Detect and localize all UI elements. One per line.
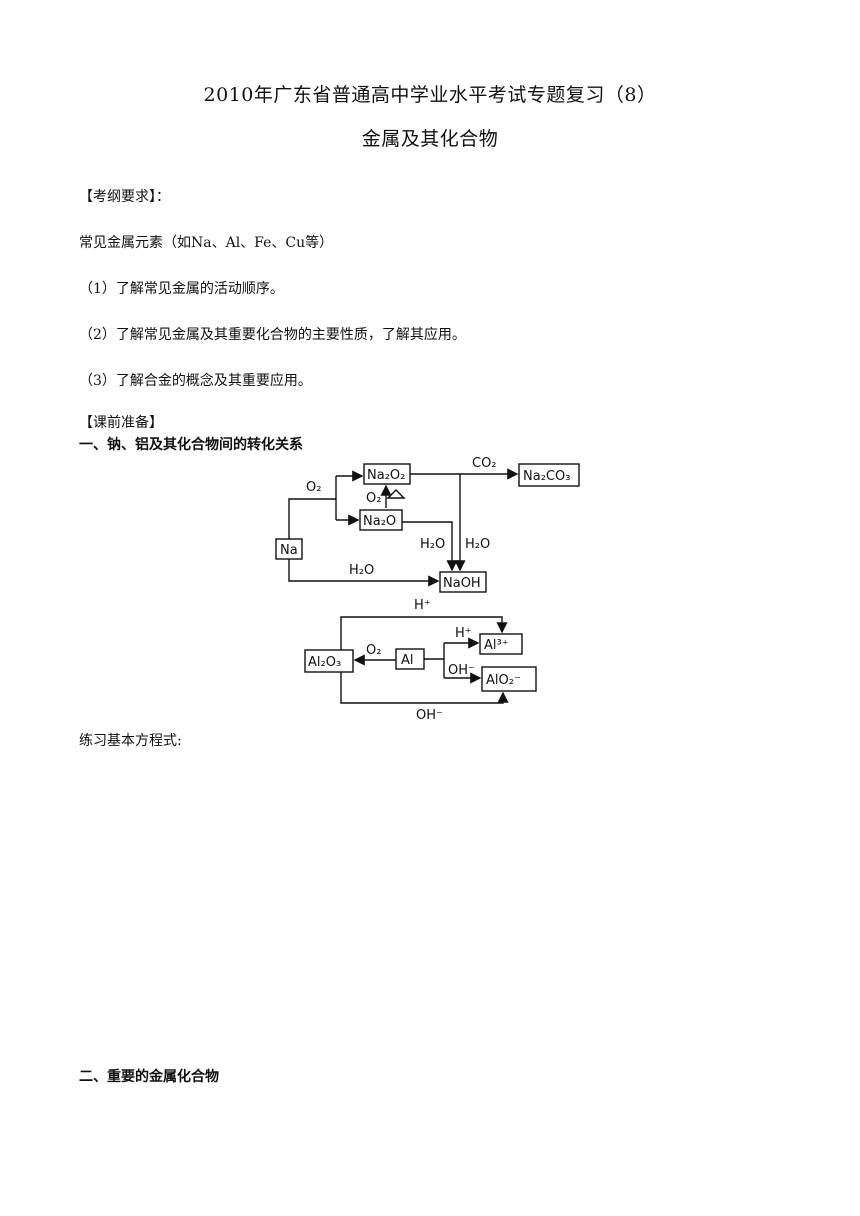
syllabus-item-3: （3）了解合金的概念及其重要应用。 bbox=[79, 373, 312, 389]
section-heading-2: 二、重要的金属化合物 bbox=[79, 1069, 219, 1085]
syllabus-item-1: （1）了解常见金属的活动顺序。 bbox=[79, 281, 284, 297]
label-o2-heat: O₂ bbox=[366, 491, 381, 506]
label-alo2: AlO₂⁻ bbox=[486, 673, 521, 688]
box-na2co3 bbox=[518, 463, 580, 487]
syllabus-item-2: （2）了解常见金属及其重要化合物的主要性质，了解其应用。 bbox=[79, 327, 466, 343]
page-title: 2010年广东省普通高中学业水平考试专题复习（8） bbox=[203, 84, 657, 106]
section-heading-1: 一、钠、铝及其化合物间的转化关系 bbox=[79, 437, 303, 453]
label-co2: CO₂ bbox=[472, 456, 497, 471]
label-h-mid: H⁺ bbox=[455, 626, 472, 641]
heat-triangle-icon bbox=[386, 489, 406, 499]
label-oh-mid: OH⁻ bbox=[448, 663, 475, 678]
box-al3 bbox=[479, 633, 523, 655]
label-na2o: Na₂O bbox=[363, 514, 396, 529]
label-al2o3: Al₂O₃ bbox=[308, 655, 341, 670]
label-h2o-c: H₂O bbox=[349, 563, 374, 578]
box-na2o bbox=[359, 509, 403, 531]
label-o2-top: O₂ bbox=[306, 480, 321, 495]
practice-label: 练习基本方程式: bbox=[79, 733, 182, 749]
box-alo2 bbox=[481, 666, 537, 692]
label-h2o-a: H₂O bbox=[420, 537, 445, 552]
label-h2o-b: H₂O bbox=[465, 537, 490, 552]
label-h-top: H⁺ bbox=[414, 598, 431, 613]
label-na2co3: Na₂CO₃ bbox=[523, 469, 570, 484]
syllabus-scope: 常见金属元素（如Na、Al、Fe、Cu等） bbox=[79, 235, 334, 251]
prep-heading: 【课前准备】 bbox=[79, 415, 163, 431]
syllabus-heading: 【考纲要求】： bbox=[79, 189, 170, 205]
box-al2o3 bbox=[304, 649, 354, 673]
label-al3: Al³⁺ bbox=[484, 638, 509, 653]
label-al: Al bbox=[401, 653, 414, 668]
label-oh-bottom: OH⁻ bbox=[416, 708, 443, 723]
page-subtitle: 金属及其化合物 bbox=[361, 128, 499, 150]
box-naoh bbox=[439, 571, 487, 593]
label-naoh: NaOH bbox=[443, 576, 481, 591]
label-o2-al: O₂ bbox=[366, 643, 381, 658]
label-na2o2: Na₂O₂ bbox=[367, 468, 405, 483]
label-na: Na bbox=[280, 543, 298, 558]
